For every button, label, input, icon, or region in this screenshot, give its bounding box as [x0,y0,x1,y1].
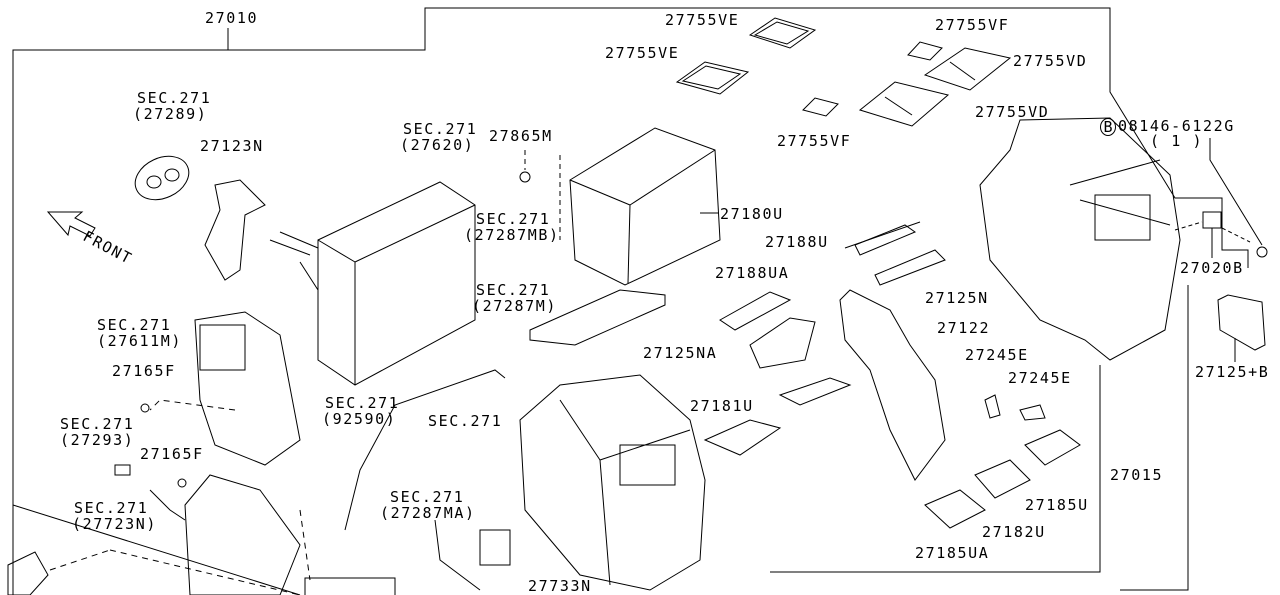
duct-27287M [529,289,666,346]
label-27289: (27289) [133,105,208,123]
flap-27185UA [924,489,986,529]
label-27293: (27293) [60,431,135,449]
label-27287M: (27287M) [472,297,558,315]
heater-case [519,374,706,591]
label-bolt: 08146-6122G [1118,117,1235,135]
label-bolt-qty: ( 1 ) [1150,132,1204,150]
flaps [703,221,946,456]
pipe-92590 [344,369,506,531]
label-27620: (27620) [400,136,475,154]
label-27287MA: (27287MA) [380,504,476,522]
screw-27165F-1 [140,403,150,413]
bolt-08146-6122G [1256,246,1268,258]
label-27755VD-1: 27755VD [1013,52,1088,70]
label-27165F-2: 27165F [140,445,204,463]
label-sec-271: SEC.271 [428,412,503,430]
clip-27245E-2 [1019,404,1046,421]
label-27125N: 27125N [925,289,989,307]
label-27181U: 27181U [690,397,754,415]
label-27125NA: 27125NA [643,344,718,362]
label-27122: 27122 [937,319,991,337]
frame-diagonal [12,504,301,595]
label-27188U: 27188U [765,233,829,251]
label-sec-27287MB: SEC.271 [476,210,551,228]
evaporator-27620 [269,181,476,386]
clip-27245E-1 [984,394,1001,419]
label-sec-27287MA: SEC.271 [390,488,465,506]
harness-27723N [149,489,186,521]
label-27733N: 27733N [528,577,592,595]
label-sec-27289: SEC.271 [137,89,212,107]
clip-27865M [519,171,531,183]
duct-27123N [204,179,266,281]
label-27755VE-2: 27755VE [605,44,680,62]
label-27010: 27010 [205,9,259,27]
bolt-marker-icon: B [1100,118,1116,136]
label-sec-27723N: SEC.271 [74,499,149,517]
frame-27015 [770,365,1101,573]
leader-bolt [1209,138,1263,246]
label-27755VF-top: 27755VF [935,16,1010,34]
flap-27182U [974,459,1031,499]
label-27245E-2: 27245E [1008,369,1072,387]
label-27015: 27015 [1110,466,1164,484]
label-27611M: (27611M) [97,332,183,350]
label-sec-27287M: SEC.271 [476,281,551,299]
label-sec-27620: SEC.271 [403,120,478,138]
label-27755VD-2: 27755VD [975,103,1050,121]
grommet-27289 [134,155,190,201]
label-27287MB: (27287MB) [464,226,560,244]
duct-27122 [839,289,946,481]
housing-27180U [569,127,721,286]
intake-lower [184,474,301,595]
label-sec-27293: SEC.271 [60,415,135,433]
label-27180U: 27180U [720,205,784,223]
label-27020B: 27020B [1180,259,1244,277]
label-92590: (92590) [322,410,397,428]
bottom-box [304,577,396,595]
pipe-27287MA [434,519,481,591]
label-sec-27611M: SEC.271 [97,316,172,334]
label-27185U: 27185U [1025,496,1089,514]
label-27245E-1: 27245E [965,346,1029,364]
part-27733N [479,529,511,566]
front-arrow-icon [46,211,96,237]
label-27723N: (27723N) [72,515,158,533]
filter-parts [675,17,1012,127]
part-27125B [1217,294,1266,351]
blower-27611M [194,311,301,466]
label-sec-92590: SEC.271 [325,394,400,412]
label-27125B: 27125+B [1195,363,1270,381]
grille-left [7,551,49,595]
label-27755VF-2: 27755VF [777,132,852,150]
bracket-27020B [1202,211,1222,229]
label-27182U: 27182U [982,523,1046,541]
label-27185UA: 27185UA [915,544,990,562]
label-27865M: 27865M [489,127,553,145]
flap-27185U [1024,429,1081,466]
label-27755VE-top: 27755VE [665,11,740,29]
screw-27165F-2 [177,478,187,488]
heater-unit-27015 [979,117,1181,361]
frame-right [1120,285,1189,591]
label-27188UA: 27188UA [715,264,790,282]
label-27165F-1: 27165F [112,362,176,380]
connector-27293 [114,464,131,476]
label-27123N: 27123N [200,137,264,155]
assembly-frame-27010 [12,7,1249,595]
